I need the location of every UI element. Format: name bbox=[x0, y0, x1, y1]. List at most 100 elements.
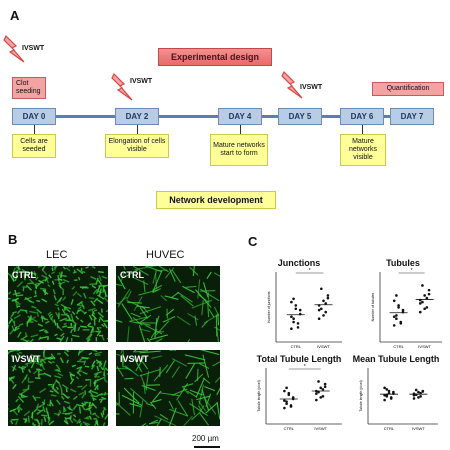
data-point bbox=[294, 307, 298, 311]
x-tick-label: CTRL bbox=[384, 426, 395, 431]
data-point bbox=[387, 391, 391, 395]
micrograph-lec-ivswt: IVSWT bbox=[8, 350, 108, 426]
data-point bbox=[427, 292, 431, 296]
data-point bbox=[397, 304, 400, 307]
experimental-design-title: Experimental design bbox=[158, 48, 272, 66]
data-point bbox=[296, 322, 300, 325]
data-point bbox=[324, 310, 328, 314]
data-point bbox=[317, 380, 320, 383]
x-tick-label: IVSWT bbox=[317, 344, 330, 349]
data-point bbox=[292, 297, 295, 301]
micrograph-huvec-ivswt: IVSWT bbox=[116, 350, 220, 426]
significance-star: * bbox=[304, 364, 306, 370]
bolt-label-day5: IVSWT bbox=[300, 84, 323, 91]
data-point bbox=[392, 324, 396, 327]
plot-title-total-tubule-length: Total Tubule Length bbox=[256, 354, 342, 364]
connector-line bbox=[240, 125, 241, 135]
data-point bbox=[319, 396, 323, 399]
data-point bbox=[427, 288, 431, 292]
row-label-ctrl: CTRL bbox=[12, 270, 36, 280]
scale-bar bbox=[194, 446, 220, 448]
data-point bbox=[285, 386, 288, 390]
data-point bbox=[412, 397, 416, 400]
data-point bbox=[322, 299, 325, 303]
data-point bbox=[417, 396, 420, 399]
micrograph-huvec-ctrl: CTRL bbox=[116, 266, 220, 342]
quantification-box: Quantification bbox=[372, 82, 444, 96]
data-point bbox=[294, 304, 298, 307]
data-point bbox=[421, 390, 425, 393]
data-point bbox=[389, 397, 393, 400]
data-point bbox=[324, 302, 328, 305]
data-point bbox=[418, 302, 422, 305]
data-point bbox=[298, 308, 302, 312]
data-point bbox=[323, 382, 327, 386]
y-axis-label: Number of junctions bbox=[267, 291, 271, 322]
clot-seeding-box: Clot seeding bbox=[12, 77, 46, 99]
data-point bbox=[317, 317, 321, 321]
data-point bbox=[412, 393, 416, 397]
data-point bbox=[326, 294, 330, 297]
note-day2: Elongation of cells visible bbox=[105, 134, 169, 158]
row-label-ctrl: CTRL bbox=[120, 270, 144, 280]
data-point bbox=[290, 300, 293, 304]
y-axis-label: Tubule length (pixel) bbox=[257, 380, 261, 412]
row-label-ivswt: IVSWT bbox=[12, 354, 41, 364]
panel-b-letter: B bbox=[8, 232, 18, 247]
data-point bbox=[414, 388, 418, 392]
data-point bbox=[418, 310, 422, 314]
note-day0: Cells are seeded bbox=[12, 134, 56, 158]
data-point bbox=[326, 296, 330, 300]
data-point bbox=[285, 402, 288, 406]
panel-a-letter: A bbox=[10, 8, 20, 23]
network-development-title: Network development bbox=[156, 191, 276, 209]
data-point bbox=[383, 386, 386, 390]
data-point bbox=[283, 399, 286, 402]
data-point bbox=[323, 385, 327, 389]
data-point bbox=[425, 296, 429, 300]
data-point bbox=[399, 322, 403, 325]
data-point bbox=[425, 306, 429, 309]
data-point bbox=[292, 320, 295, 324]
data-point bbox=[322, 314, 325, 317]
scale-bar-label: 200 µm bbox=[192, 434, 219, 443]
data-point bbox=[401, 308, 405, 312]
day-0-box: DAY 0 bbox=[12, 108, 56, 125]
data-point bbox=[423, 294, 426, 297]
lightning-bolt-icon bbox=[281, 70, 303, 99]
y-axis-label: Number of tubules bbox=[371, 292, 375, 321]
x-tick-label: IVSWT bbox=[418, 344, 431, 349]
data-point bbox=[315, 398, 318, 402]
data-point bbox=[283, 406, 286, 410]
data-point bbox=[421, 284, 424, 287]
data-point bbox=[320, 307, 323, 311]
x-tick-label: IVSWT bbox=[314, 426, 327, 431]
data-point bbox=[423, 307, 426, 311]
x-tick-label: CTRL bbox=[291, 344, 302, 349]
plot-title-junctions: Junctions bbox=[277, 258, 321, 268]
plot-title-mean-tubule-length: Mean Tubule Length bbox=[352, 354, 440, 364]
connector-line bbox=[362, 125, 363, 135]
day-7-box: DAY 7 bbox=[390, 108, 434, 125]
note-day6: Mature networks visible bbox=[340, 134, 386, 166]
day-5-box: DAY 5 bbox=[278, 108, 322, 125]
plot-title-tubules: Tubules bbox=[386, 258, 420, 268]
data-point bbox=[285, 400, 288, 403]
data-point bbox=[321, 395, 325, 398]
data-point bbox=[319, 386, 323, 390]
data-point bbox=[419, 395, 422, 398]
data-point bbox=[283, 389, 286, 393]
row-label-ivswt: IVSWT bbox=[120, 354, 149, 364]
data-point bbox=[417, 390, 420, 394]
data-point bbox=[395, 317, 398, 321]
day-6-box: DAY 6 bbox=[340, 108, 384, 125]
connector-line bbox=[137, 125, 138, 135]
day-2-box: DAY 2 bbox=[115, 108, 159, 125]
micrograph-lec-ctrl: CTRL bbox=[8, 266, 108, 342]
data-point bbox=[383, 393, 386, 397]
day-4-box: DAY 4 bbox=[218, 108, 262, 125]
note-day4: Mature networks start to form bbox=[210, 134, 268, 166]
data-point bbox=[315, 392, 318, 395]
data-point bbox=[387, 389, 391, 393]
